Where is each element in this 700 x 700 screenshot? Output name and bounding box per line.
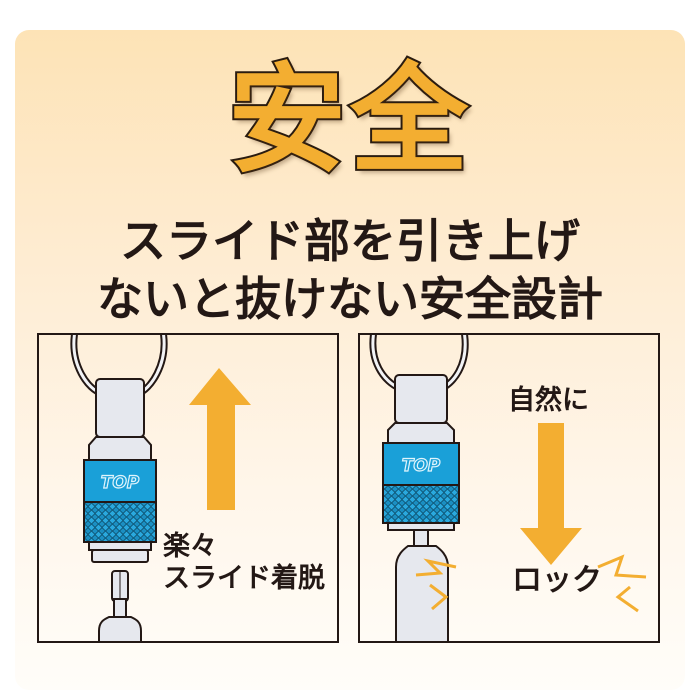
caption-slide-detach: スライド着脱 <box>163 563 325 594</box>
panel-auto-lock: TOP 自然に ロック <box>358 333 660 643</box>
caption-naturally: 自然に <box>508 385 589 416</box>
subtitle-line-2: ないと抜けない安全設計 <box>97 272 603 326</box>
brand-logo-top: TOP <box>101 473 140 493</box>
panel-slide-release: TOP 楽々 スライド着脱 <box>37 333 339 643</box>
adapter-illustration-lock: TOP <box>369 335 647 641</box>
arrow-up-icon <box>189 368 251 510</box>
brand-logo-top: TOP <box>402 456 441 476</box>
subtitle: スライド部を引き上げ ないと抜けない安全設計 <box>0 212 700 328</box>
caption-lock: ロック <box>512 563 602 598</box>
adapter-illustration-release: TOP <box>70 335 251 641</box>
burst-left-icon <box>415 558 457 577</box>
burst-right-icon <box>597 554 647 579</box>
headline-title: 安全 <box>226 48 472 191</box>
arrow-down-icon <box>520 423 582 565</box>
subtitle-line-1: スライド部を引き上げ <box>120 214 580 268</box>
caption-easy: 楽々 <box>163 531 217 562</box>
